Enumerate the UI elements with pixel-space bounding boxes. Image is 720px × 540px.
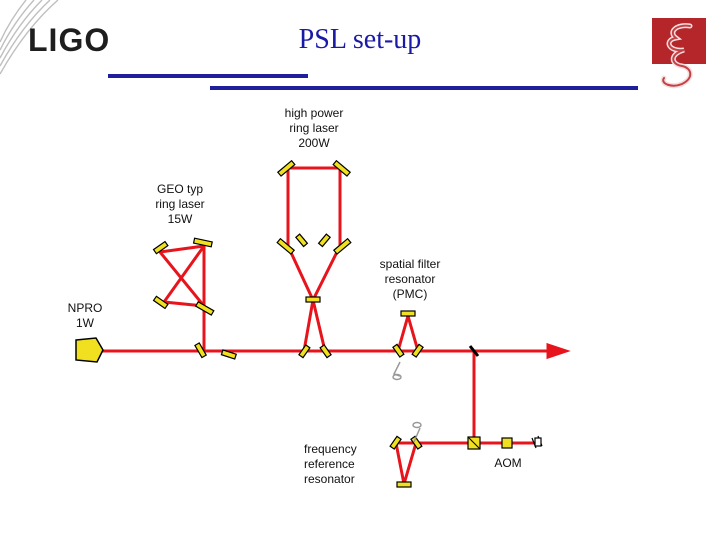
mirror-ref-right: [410, 435, 423, 450]
high-power-ring-beam: [286, 166, 342, 304]
title-rule-long: [210, 86, 638, 90]
label-npro: NPRO 1W: [67, 301, 103, 330]
aom-crystal: [501, 437, 513, 449]
mirror-hp-top-left: [276, 159, 296, 177]
mirror-ref-left: [389, 435, 402, 450]
mirror-geo-top-right: [192, 237, 213, 248]
mirror-steer-2: [220, 349, 238, 360]
label-aom: AOM: [494, 456, 522, 470]
mirror-geo-bottom-left: [152, 295, 169, 310]
label-pmc: spatial filter resonator (PMC): [379, 257, 441, 301]
label-high-power-ring-laser: high power ring laser 200W: [284, 106, 344, 150]
mirror-hp-steer-left: [298, 344, 311, 359]
mirror-ref-bottom: [396, 481, 412, 488]
mirror-hp-bottom: [305, 296, 321, 303]
high-power-output-beam: [302, 298, 315, 353]
mirror-hp-mid-right: [332, 237, 352, 255]
piezo-reference: [412, 421, 422, 443]
reference-cavity-beam: [394, 441, 419, 485]
npro-laser: [75, 337, 104, 363]
mirror-hp-inner-right: [317, 233, 332, 248]
mirror-pmc-right: [411, 343, 424, 358]
title-rule-short: [108, 74, 308, 78]
beam-arrowhead: [546, 342, 571, 360]
mirror-hp-top-right: [332, 159, 352, 177]
pickoff-mirror: [468, 345, 480, 357]
mirror-hp-mid-left: [276, 237, 296, 255]
mirror-hp-steer-right: [319, 344, 332, 359]
ligo-logo-text: LIGO: [28, 22, 111, 58]
piezo-pmc: [392, 361, 402, 381]
beamsplitter-diagonal: [467, 436, 481, 450]
mirror-geo-output: [194, 300, 215, 316]
pickoff-beam: [472, 349, 540, 445]
label-frequency-reference: frequency reference resonator: [304, 442, 357, 486]
mirror-steer-1: [194, 342, 208, 359]
mirror-hp-inner-left: [294, 233, 309, 248]
high-power-cross-beam: [311, 298, 327, 353]
photodetector: [531, 435, 543, 449]
mirror-pmc-top: [400, 310, 416, 317]
mirror-pmc-left: [392, 343, 405, 358]
label-geo-ring-laser: GEO typ ring laser 15W: [155, 182, 205, 226]
pmc-beam: [396, 310, 420, 353]
geo-ring-beam: [157, 244, 208, 352]
mirror-geo-top-left: [152, 240, 169, 255]
page-title: PSL set-up: [298, 24, 422, 55]
